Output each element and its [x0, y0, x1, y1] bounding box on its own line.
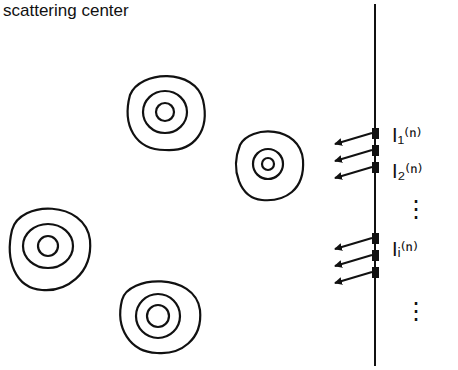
scatterer-core	[156, 103, 174, 121]
detector-elements	[372, 128, 379, 278]
intensity-label: I₁⁽ⁿ⁾	[392, 124, 421, 146]
intensity-label: I₂⁽ⁿ⁾	[392, 160, 422, 182]
scatterer-outline	[120, 281, 200, 353]
ellipsis-dots: ⋮	[404, 298, 428, 324]
ellipsis-dots: ⋮	[404, 196, 428, 222]
scatterer-core	[147, 305, 169, 327]
scatterer-ring	[136, 294, 180, 338]
scatterer-ring	[253, 149, 283, 179]
scatterer-ring	[143, 91, 187, 133]
scatterer-outline	[128, 76, 205, 150]
scatterer-core	[38, 236, 58, 256]
scatterer-outline	[236, 131, 303, 200]
scatterer-core	[262, 158, 274, 170]
detector-line	[374, 4, 376, 366]
scatterer-outline	[10, 209, 90, 291]
scatterer-ring	[23, 224, 73, 268]
title-label: scattering center	[3, 2, 129, 21]
scattered-arrows	[335, 133, 372, 283]
intensity-label: Iᵢ⁽ⁿ⁾	[392, 238, 418, 260]
